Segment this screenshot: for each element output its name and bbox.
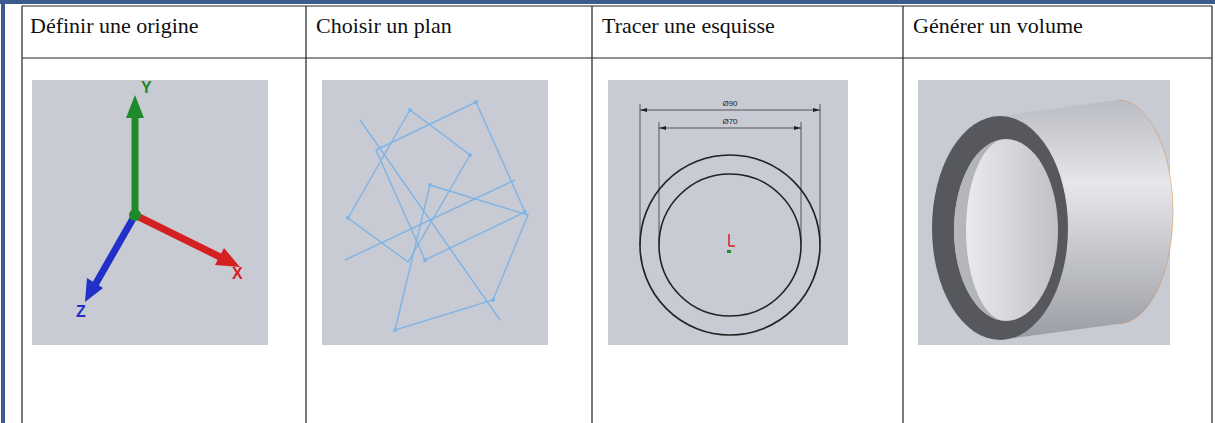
image-panels bbox=[32, 80, 1170, 345]
frame-top bbox=[0, 0, 1215, 4]
plane-dots bbox=[346, 100, 527, 332]
sketch-circles bbox=[640, 104, 820, 335]
column-header: Choisir un plan bbox=[316, 15, 452, 37]
axis-letter: Z bbox=[76, 304, 86, 320]
plane-wireframe bbox=[345, 102, 528, 330]
axis-letter: X bbox=[232, 266, 243, 282]
sketch-origin bbox=[727, 234, 735, 253]
column-header: Définir une origine bbox=[30, 15, 199, 37]
axis-letter: Y bbox=[141, 80, 152, 96]
axis-triad bbox=[85, 95, 240, 302]
column-header: Générer un volume bbox=[913, 15, 1083, 37]
column-header: Tracer une esquisse bbox=[602, 15, 775, 37]
dimension: Ø90 bbox=[720, 100, 739, 108]
dimension: Ø70 bbox=[720, 118, 739, 126]
frame-left bbox=[1, 0, 5, 423]
table-grid bbox=[22, 6, 1212, 423]
tube-volume bbox=[932, 100, 1173, 340]
